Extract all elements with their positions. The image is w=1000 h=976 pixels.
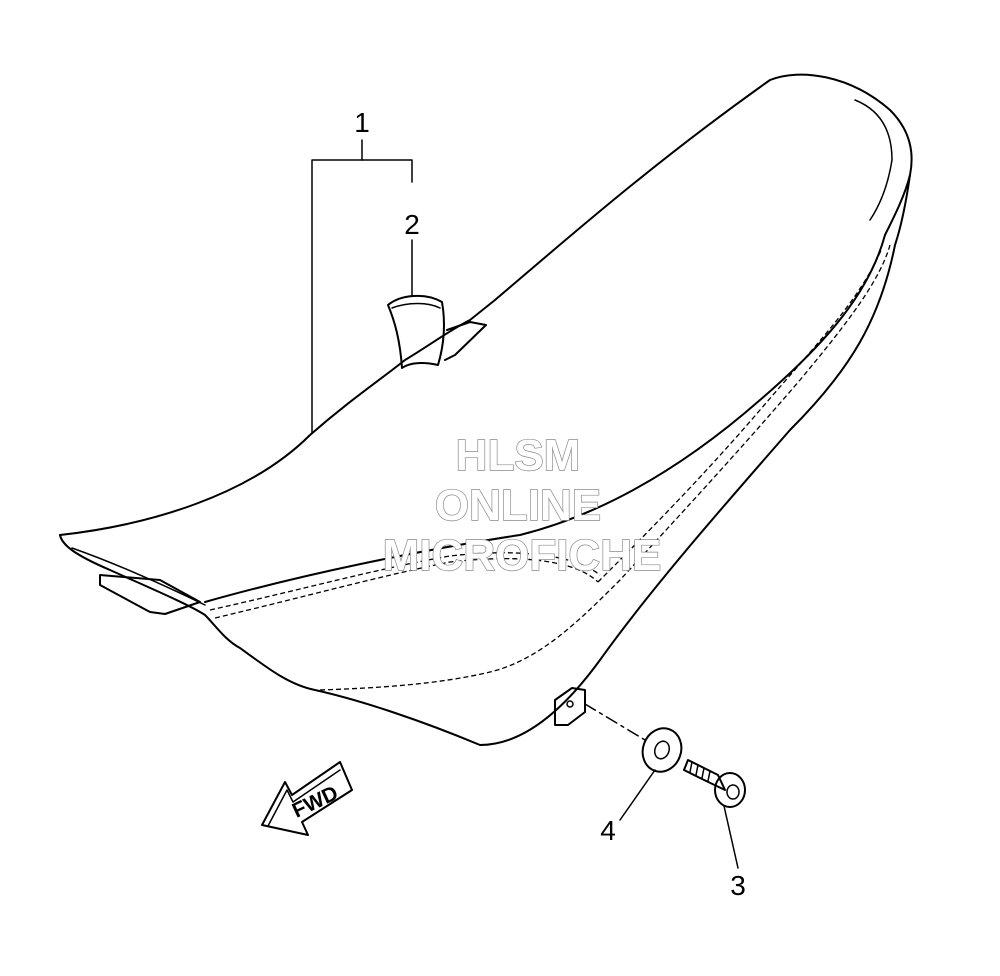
seat-top-outline: [59, 73, 913, 536]
callout-3: 3: [730, 870, 746, 901]
seat-mount-hole: [566, 700, 574, 708]
seat-strap: [387, 239, 487, 369]
callout-1: 1: [354, 107, 370, 138]
callout-2: 2: [404, 209, 420, 240]
seat-rear-crease: [854, 99, 893, 221]
seat-nose-inner: [71, 547, 206, 606]
bolt-socket: [726, 784, 740, 800]
washer-inner: [653, 740, 671, 760]
assembly-centerline: [584, 703, 646, 741]
seat-mount-tab: [554, 687, 586, 726]
fwd-arrow-outline: [261, 761, 353, 836]
watermark: HLSM ONLINE MICROFICHE: [382, 430, 662, 580]
bolt-head: [714, 772, 746, 808]
seat-nose-outline: [59, 534, 241, 649]
washer-outer: [641, 727, 683, 773]
watermark-line-2: ONLINE: [435, 481, 601, 530]
seat-stitch-front: [209, 552, 601, 611]
leader-4: [619, 769, 656, 821]
watermark-line-1: HLSM: [456, 431, 581, 480]
bolt-thread: [689, 761, 711, 782]
strap-top-edge: [391, 302, 441, 309]
seat-stitch-front-2: [214, 557, 599, 619]
bolt: [683, 759, 746, 869]
seat-stitch-lower: [319, 244, 891, 691]
leader-3: [723, 805, 739, 869]
strap-body: [387, 294, 446, 369]
washer: [584, 703, 683, 821]
seat-side-bottom-outline: [239, 174, 911, 746]
seat-assembly: [59, 73, 913, 746]
seat-stitch-side: [597, 247, 883, 583]
strap-slot: [444, 321, 487, 361]
watermark-line-3: MICROFICHE: [383, 531, 662, 580]
bolt-shank: [683, 759, 726, 791]
seat-side-top-edge: [204, 234, 886, 603]
seat-nose-bracket: [99, 574, 201, 615]
fwd-arrow-inner: [267, 769, 341, 827]
callout-4: 4: [600, 815, 616, 846]
fwd-arrow: FWD: [261, 761, 353, 836]
